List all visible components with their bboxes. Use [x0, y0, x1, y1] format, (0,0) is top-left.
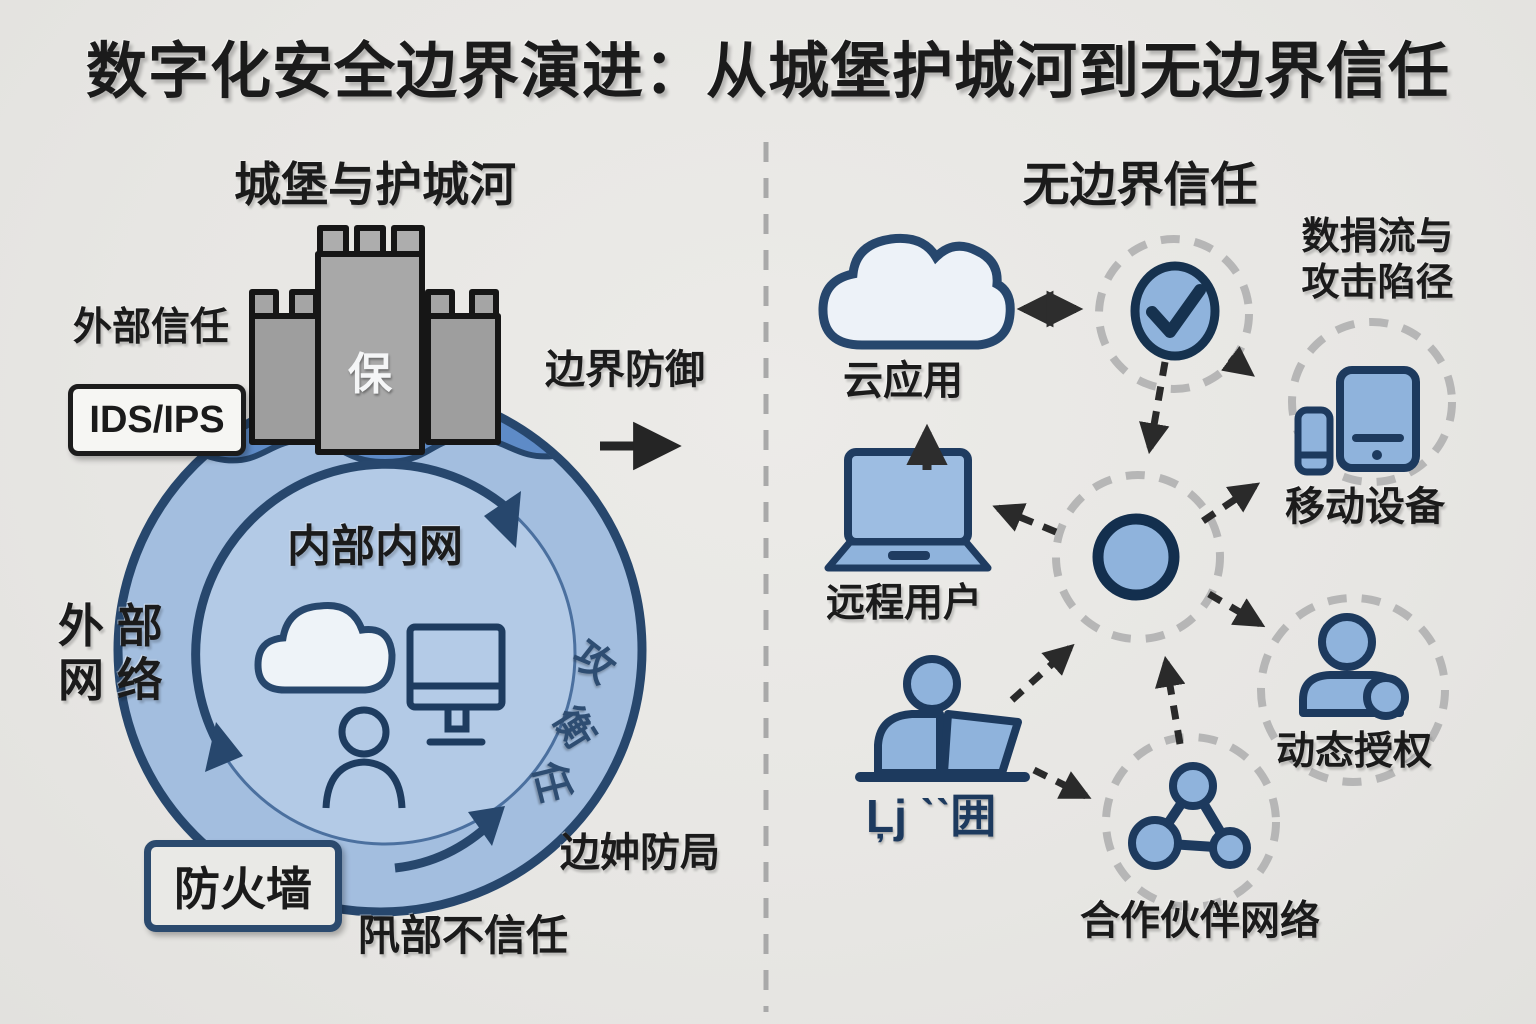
desk-to-partner-arrow	[1032, 766, 1092, 800]
rotation-arrows	[191, 459, 521, 873]
ids-ips-label: IDS/IPS	[89, 398, 225, 441]
dashed-rings	[1052, 235, 1456, 911]
cloud-app-icon	[818, 233, 1015, 350]
external-network-line2: 网 络	[58, 654, 163, 706]
perimeter-defense-label: 边界防御	[545, 348, 705, 392]
external-trust-label: 外部信任	[73, 306, 230, 349]
mobile-ring	[1288, 318, 1456, 486]
person-icon	[322, 706, 406, 809]
partner-to-hub-arrow	[1154, 655, 1186, 745]
data-flow-line2: 攻击陷径	[1301, 262, 1454, 304]
partner-network-icon	[1128, 762, 1251, 870]
check-ring	[1095, 235, 1253, 393]
cloud-app-label: 云应用	[843, 359, 963, 403]
external-network-line1: 外 部	[58, 600, 163, 652]
castle-char-label: 保	[348, 350, 392, 399]
hub-to-laptop-arrow	[992, 503, 1058, 536]
person-desk-icon	[855, 655, 1030, 782]
left-heading: 城堡与护城河	[234, 158, 516, 211]
hub-to-mobile-arrow	[1201, 482, 1261, 524]
page-title: 数字化安全边界演进：从城堡护城河到无边界信任	[85, 37, 1450, 105]
internal-intranet-label: 内部内网	[287, 522, 463, 571]
desk-gibberish-label: Ļj ˋˋ囲	[866, 790, 997, 842]
dashed-arrows	[992, 345, 1266, 800]
partner-network-label: 合作伙伴网络	[1080, 899, 1320, 943]
to-mobile-short-arrow	[1221, 345, 1255, 377]
phone-icon	[1294, 406, 1334, 476]
cloud-icon	[254, 602, 396, 694]
monitor-icon	[406, 623, 506, 746]
partner-ring	[1102, 733, 1280, 911]
firewall-badge: 防火墙	[144, 840, 342, 932]
person-badge-icon	[1299, 613, 1409, 720]
internal-distrust-label: 阠部不信任	[358, 912, 569, 959]
remote-user-label: 远程用户	[826, 582, 983, 625]
tablet-icon	[1336, 366, 1420, 472]
data-flow-line1: 数捐流与	[1301, 216, 1454, 258]
hub-ring	[1052, 471, 1224, 643]
desk-to-hub-arrow	[1009, 643, 1075, 703]
laptop-icon	[824, 448, 992, 572]
check-icon	[1130, 261, 1220, 361]
ids-ips-badge: IDS/IPS	[68, 384, 246, 456]
hub-node	[1092, 513, 1180, 601]
check-to-hub-arrow	[1139, 361, 1170, 455]
dynamic-ring	[1257, 594, 1449, 786]
hub-to-dynamic-arrow	[1207, 590, 1266, 628]
firewall-label: 防火墙	[174, 863, 312, 915]
right-heading: 无边界信任	[1022, 158, 1258, 211]
perimeter-bottom-label: 边妕防局	[560, 831, 720, 875]
castle-icon	[249, 225, 501, 455]
mobile-devices-label: 移动设备	[1285, 485, 1445, 529]
dynamic-auth-label: 动态授权	[1276, 730, 1433, 773]
